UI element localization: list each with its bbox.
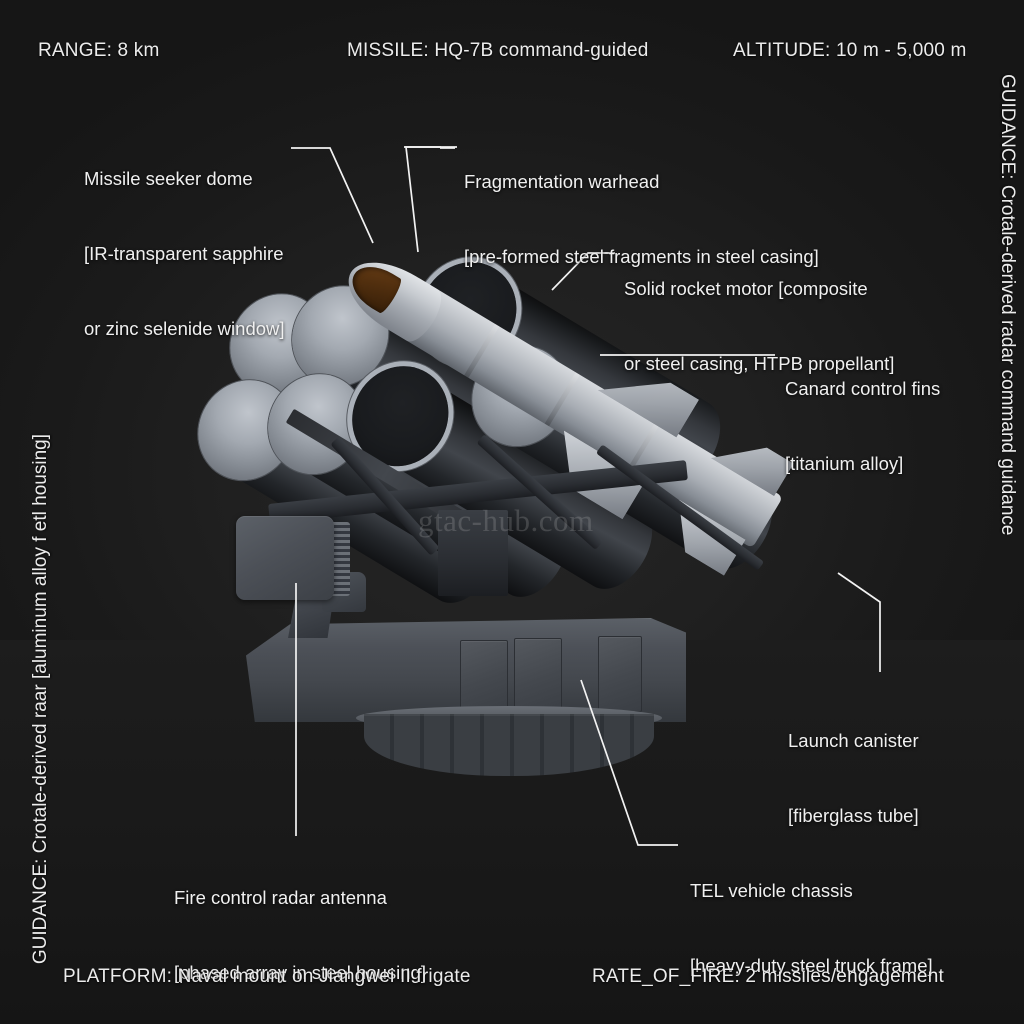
callout-detail: or steel casing, HTPB propellant]	[624, 353, 895, 374]
callout-canard-control-fins: Canard control fins [titanium alloy]	[785, 326, 940, 526]
spec-altitude: ALTITUDE: 10 m - 5,000 m	[733, 40, 967, 61]
spec-missile: MISSILE: HQ-7B command-guided	[347, 40, 649, 61]
access-panel	[598, 636, 642, 712]
callout-tel-vehicle-chassis: TEL vehicle chassis [heavy-duty steel tr…	[690, 828, 933, 1024]
callout-title: Missile seeker dome	[84, 168, 253, 189]
spec-range: RANGE: 8 km	[38, 40, 160, 61]
callout-detail: [phased array in steel housing]	[174, 962, 426, 983]
callout-detail: [fiberglass tube]	[788, 805, 919, 826]
callout-fragmentation-warhead: Fragmentation warhead [pre-formed steel …	[464, 119, 819, 319]
callout-detail: [pre-formed steel fragments in steel cas…	[464, 246, 819, 267]
callout-missile-seeker-dome: Missile seeker dome [IR-transparent sapp…	[84, 116, 285, 391]
callout-solid-rocket-motor: Solid rocket motor [composite or steel c…	[624, 226, 894, 426]
callout-title: Fragmentation warhead	[464, 171, 660, 192]
callout-title: Canard control fins	[785, 378, 941, 399]
callout-title: TEL vehicle chassis	[690, 880, 853, 901]
spec-guidance-left: GUIDANCE: Crotale-derived raar [aluminum…	[30, 433, 51, 964]
spec-guidance-right: GUIDANCE: Crotale-derived radar command …	[997, 74, 1018, 536]
spec-platform: PLATFORM: Naval mount on Jiangwei II fri…	[63, 966, 471, 987]
callout-detail: [heavy-duty steel truck frame]	[690, 955, 933, 976]
spec-rate-of-fire: RATE_OF_FIRE: 2 missiles/engagement	[592, 966, 944, 987]
callout-detail: [titanium alloy]	[785, 453, 904, 474]
radar-phased-array-panel	[236, 516, 334, 600]
pedestal-skirt	[364, 714, 654, 776]
callout-launch-canister: Launch canister [fiberglass tube]	[788, 678, 919, 878]
callout-fire-control-radar-antenna: Fire control radar antenna [phased array…	[174, 835, 426, 1024]
pivot-post	[438, 510, 508, 596]
fire-control-radar-antenna	[236, 516, 376, 638]
callout-detail: [IR-transparent sapphire	[84, 243, 284, 264]
callout-detail: or zinc selenide window]	[84, 318, 285, 339]
access-panel	[460, 640, 508, 714]
callout-title: Fire control radar antenna	[174, 887, 387, 908]
access-panel	[514, 638, 562, 714]
callout-title: Launch canister	[788, 730, 919, 751]
callout-title: Solid rocket motor [composite	[624, 278, 868, 299]
elevation-frame	[250, 430, 770, 690]
